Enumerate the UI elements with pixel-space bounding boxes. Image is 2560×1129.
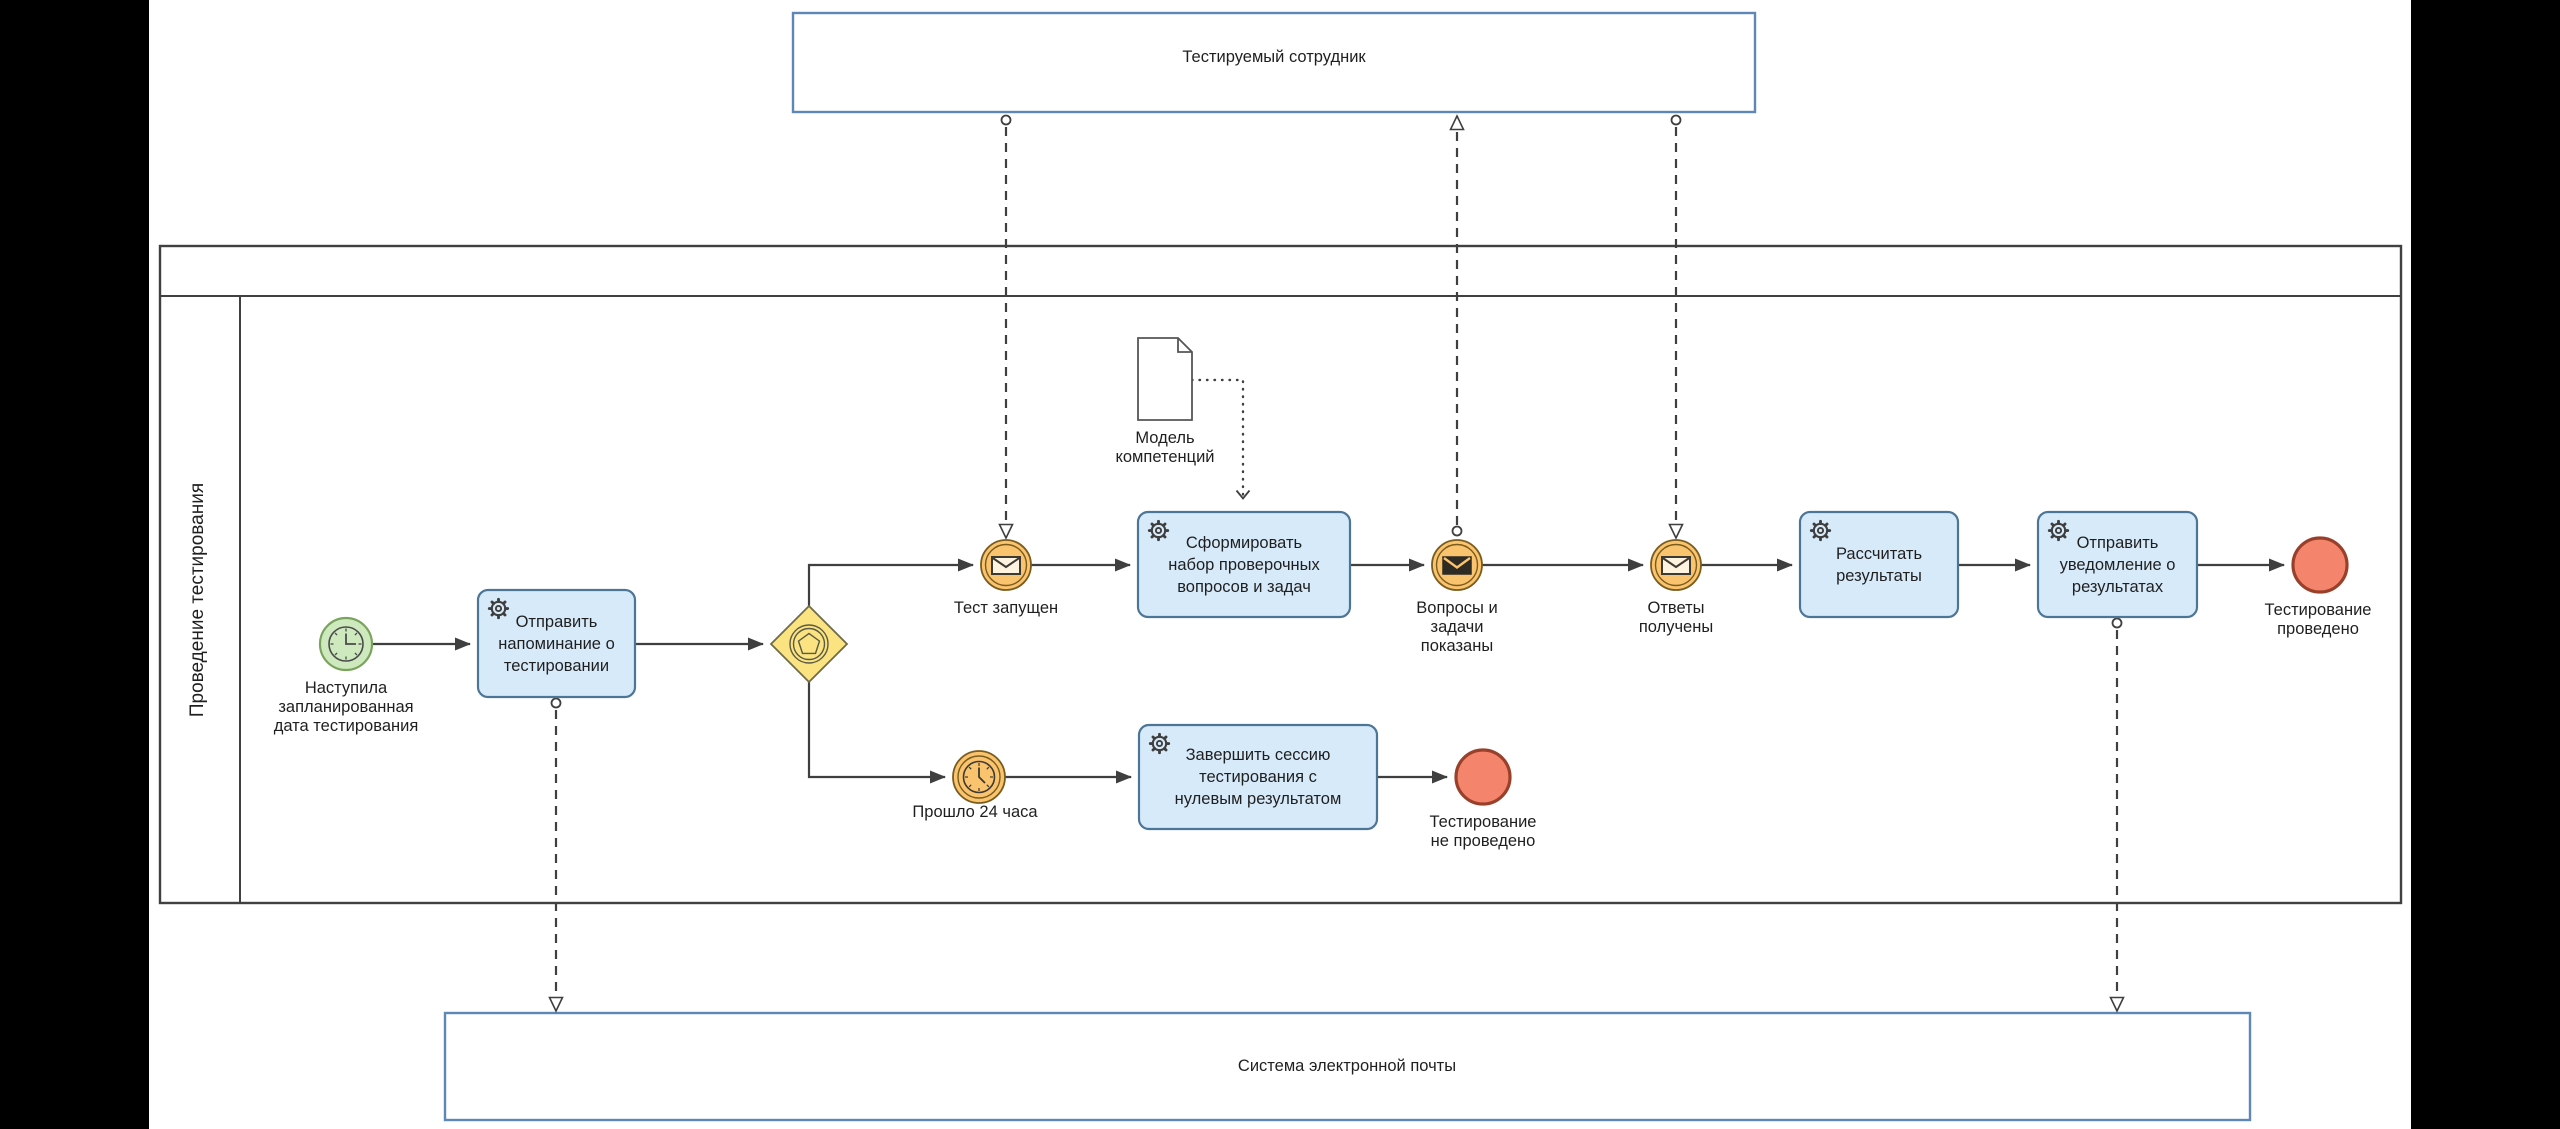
task-label-send-reminder: Отправить напоминание о тестировании [498,612,615,675]
lane-label-testing-process: Проведение тестирования [187,482,208,718]
task-label-build-questions: Сформировать набор проверочных вопросов … [1168,533,1320,596]
task-send-notification[interactable] [2036,510,2199,619]
label-start-event: Наступила запланированная дата тестирова… [273,679,419,735]
label-test-started: Тест запущен [953,599,1059,617]
task-calc-results[interactable] [1798,510,1960,619]
task-label-calc-results: Рассчитать результаты [1835,544,1923,585]
timer-icon [962,760,996,794]
task-build-questions[interactable] [1136,510,1352,619]
message-flows[interactable] [548,114,2125,1013]
end-event-testing-not-done[interactable] [1454,748,1512,806]
document-fold-icon [1177,338,1192,353]
timer-start-icon [328,626,364,662]
task-label-send-notification: Отправить уведомление о результатах [2059,533,2176,596]
event-timer-24h[interactable] [952,750,1006,804]
message-flow-origins [550,114,2123,709]
pool-tested-employee[interactable] [791,11,1757,114]
sequence-flows[interactable] [372,558,2285,784]
pool-label-email-system: Система электронной почты [1237,1057,1457,1075]
task-close-session[interactable] [1137,723,1379,831]
end-event-testing-done[interactable] [2291,536,2349,594]
letterbox-right [2411,0,2560,1129]
event-test-started[interactable] [980,539,1032,591]
label-end-not-done: Тестирование не проведено [1429,813,1537,850]
event-based-gateway[interactable] [769,604,849,684]
label-questions-shown: Вопросы и задачи показаны [1416,599,1498,655]
event-answers-received[interactable] [1650,539,1702,591]
task-send-reminder[interactable] [476,588,637,699]
label-timer-24h: Прошло 24 часа [912,803,1038,821]
label-competency-model: Модель компетенций [1115,429,1215,466]
data-object-competency-model[interactable] [1137,337,1193,421]
pool-email-system[interactable] [443,1011,2252,1122]
event-questions-shown[interactable] [1431,539,1483,591]
task-label-close-session: Завершить сессию тестирования с нулевым … [1174,746,1342,808]
envelope-icon [1661,556,1691,575]
envelope-icon [991,556,1021,575]
label-end-done: Тестирование проведено [2264,601,2372,638]
envelope-filled-icon [1442,556,1472,575]
start-event-timer[interactable] [318,616,374,672]
label-answers-received: Ответы получены [1638,599,1714,636]
pentagon-icon [797,632,821,655]
letterbox-left [0,0,149,1129]
pool-label-tested-employee: Тестируемый сотрудник [1182,48,1366,66]
